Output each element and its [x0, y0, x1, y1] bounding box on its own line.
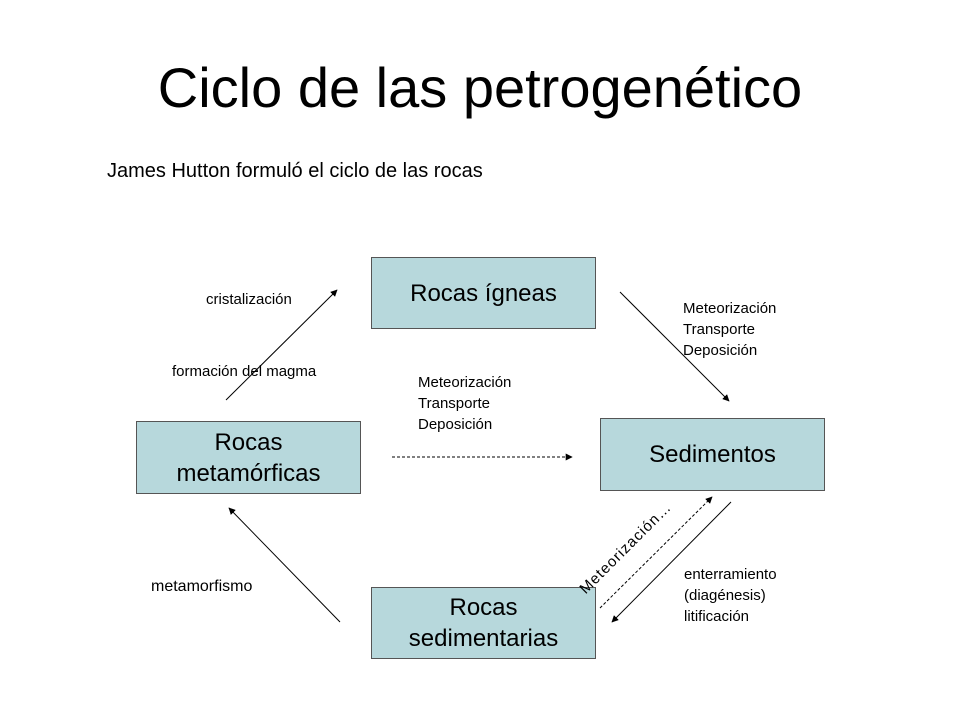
label-cristalizacion: cristalización: [206, 291, 292, 308]
node-rocas-sedimentarias: Rocas sedimentarias: [371, 587, 596, 659]
node-sedimentos: Sedimentos: [600, 418, 825, 491]
node-rocas-igneas: Rocas ígneas: [371, 257, 596, 329]
arrow-igneas-to-sedimentos: [619, 291, 730, 402]
arrow-sedimentarias-to-sedimentos: [599, 496, 713, 609]
page-title: Ciclo de las petrogenético: [157, 56, 803, 119]
node-label: Rocas ígneas: [410, 279, 557, 307]
label-meteorizacion-top-right: Meteorización Transporte Deposición: [683, 300, 777, 359]
label-enterramiento: enterramiento (diagénesis) litificación: [684, 566, 777, 625]
label-metamorfismo: metamorfismo: [151, 578, 253, 595]
arrow-sedimentos-to-sedimentarias: [611, 501, 732, 623]
node-label: Rocas metamórficas: [176, 428, 321, 487]
arrow-sedimentarias-to-metamorficas: [228, 507, 341, 623]
label-meteorizacion-center: Meteorización Transporte Deposición: [418, 374, 512, 433]
subtitle: James Hutton formuló el ciclo de las roc…: [107, 160, 483, 182]
arrow-metamorficas-to-igneas: [225, 289, 338, 401]
node-label: Sedimentos: [649, 441, 776, 468]
node-rocas-metamorficas: Rocas metamórficas: [136, 421, 361, 494]
label-formacion-magma: formación del magma: [172, 363, 317, 380]
node-label: Rocas sedimentarias: [408, 594, 559, 652]
